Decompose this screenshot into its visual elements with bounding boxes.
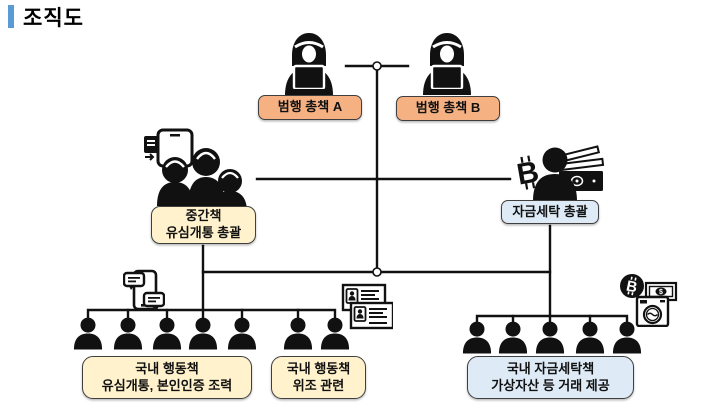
- agents-forgery-line1: 국내 행동책: [286, 360, 351, 376]
- middle-broker-box: 중간책 유심개통 총괄: [151, 206, 256, 244]
- hacker-icon-a: [277, 33, 341, 95]
- agents-forgery-line2: 위조 관련: [292, 377, 345, 393]
- leader-a-box: 범행 총책 A: [258, 95, 362, 120]
- leader-b-label: 범행 총책 B: [415, 100, 481, 116]
- member-icon: [575, 321, 605, 354]
- leader-a-label: 범행 총책 A: [277, 99, 343, 115]
- member-icon: [320, 317, 350, 350]
- broker-group-icon: [144, 128, 247, 212]
- bitcoin-coin-icon: B: [620, 274, 644, 298]
- title-accent-bar: [8, 5, 14, 28]
- member-icon: [498, 321, 528, 354]
- leader-b-box: 범행 총책 B: [396, 96, 500, 121]
- member-icon: [612, 321, 642, 354]
- laundering-head-box: 자금세탁 총괄: [501, 200, 599, 224]
- agents-sim-box: 국내 행동책 유심개통, 본인인증 조력: [82, 356, 252, 399]
- middle-broker-line2: 유심개통 총괄: [165, 225, 242, 240]
- launderers-box: 국내 자금세탁책 가상자산 등 거래 제공: [467, 356, 634, 399]
- id-card-icon: [349, 301, 393, 330]
- launderers-line1: 국내 자금세탁책: [506, 360, 595, 376]
- launderers-line2: 가상자산 등 거래 제공: [491, 377, 610, 393]
- washing-machine-icon: [635, 295, 670, 327]
- member-icon: [227, 317, 257, 350]
- dollar-bill-icon: $: [644, 281, 678, 302]
- agents-sim-line2: 유심개통, 본인인증 조력: [101, 377, 233, 393]
- member-icon: [113, 317, 143, 350]
- sim-card-icon: [144, 136, 158, 161]
- member-icon: [188, 317, 218, 350]
- svg-text:$: $: [659, 289, 663, 296]
- member-icon: [462, 321, 492, 354]
- member-icon: [283, 317, 313, 350]
- agents-sim-line1: 국내 행동책: [135, 360, 199, 376]
- chat-bubble-icon: [123, 271, 165, 310]
- member-icon: [73, 317, 103, 350]
- hacker-icon-b: [415, 33, 479, 95]
- person-silhouette: [533, 147, 577, 201]
- page-title: 조직도: [23, 7, 84, 30]
- laundering-tools-icon: $ B: [620, 274, 678, 327]
- agents-forgery-box: 국내 행동책 위조 관련: [271, 356, 366, 399]
- middle-broker-line1: 중간책: [185, 208, 222, 224]
- chat-phone-icon: [123, 269, 165, 311]
- junction-node-dots: [372, 61, 382, 277]
- member-icon: [152, 317, 182, 350]
- member-icon: [535, 321, 565, 354]
- person-silhouettes: [157, 148, 247, 212]
- laundering-head-icon: B: [514, 145, 605, 201]
- id-cards-icon: [341, 283, 393, 330]
- laundering-head-label: 자금세탁 총괄: [512, 203, 588, 219]
